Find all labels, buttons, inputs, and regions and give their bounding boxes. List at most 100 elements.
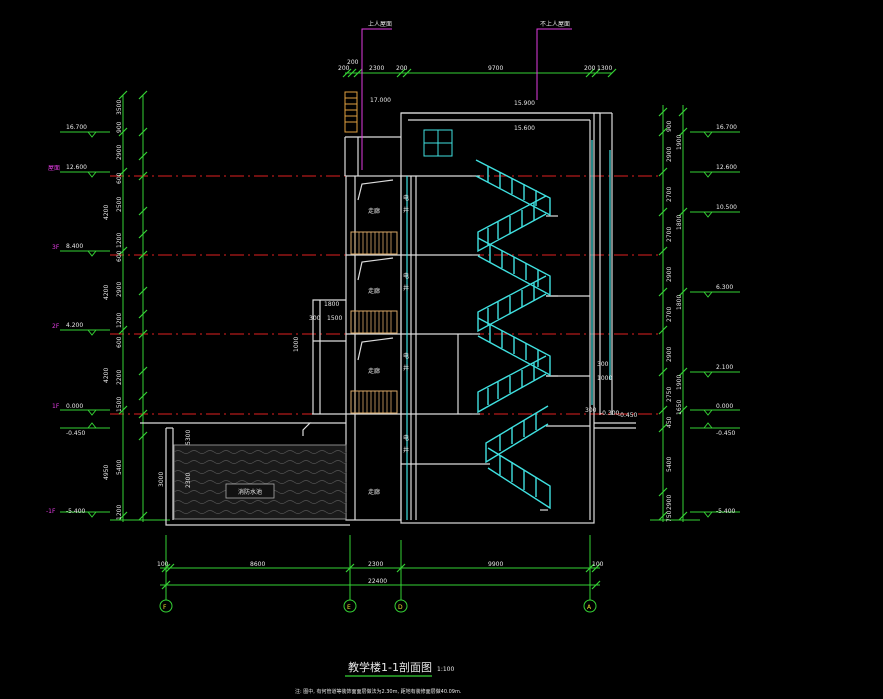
roof-tag-lines [361,28,572,170]
top-dim-6: 200 [584,65,596,72]
svg-text:2900: 2900 [666,347,673,362]
bottom-dim-4: 9900 [488,561,503,568]
left-level-7: -5.400 [66,508,86,515]
svg-text:3000: 3000 [158,472,165,487]
top-dim-1: 200 [338,65,350,72]
svg-text:5300: 5300 [185,430,192,445]
svg-text:电: 电 [403,272,409,280]
top-level-3: 15.600 [514,125,535,132]
drawing-title: 教学楼1-1剖面图 [348,660,432,674]
svg-text:1800: 1800 [676,295,683,310]
left-level-5: 0.000 [66,403,83,410]
svg-text:2900: 2900 [666,267,673,282]
right-level-5: 2.100 [716,364,733,371]
svg-text:2900: 2900 [116,145,123,160]
top-dimension-lines [342,68,617,78]
bottom-dim-2: 8600 [250,561,265,568]
left-level-4: 4.200 [66,322,83,329]
floor-tag-1f: 1F [52,403,60,410]
svg-text:4950: 4950 [103,465,110,480]
left-level-6: -0.450 [66,430,86,437]
svg-text:1800: 1800 [324,301,339,308]
axis-bubbles [159,599,597,613]
top-dim-5: 9700 [488,65,503,72]
svg-text:井: 井 [403,364,409,372]
svg-text:1500: 1500 [116,397,123,412]
right-level-markers [690,131,740,518]
svg-text:600: 600 [116,336,123,348]
corridor-label-2f: 走廊 [368,287,380,295]
right-level-2: 12.600 [716,164,737,171]
right-level-3: 10.500 [716,204,737,211]
fire-pool [173,444,347,520]
top-dim-2: 200 [347,59,359,66]
svg-text:1200: 1200 [116,233,123,248]
corridor-label-3f: 走廊 [368,207,380,215]
top-dim-7: 1300 [597,65,612,72]
misc-level-2: -0.450 [618,412,638,419]
svg-text:750: 750 [666,510,673,522]
staircase [475,159,551,510]
local-dim-texts: 1800 300 1500 1000 300 1000 300 5300 230… [158,301,612,488]
floor-tag-b1: -1F [46,508,56,515]
right-level-8: -5.400 [716,508,736,515]
left-dimension-lines [110,90,170,522]
top-level-2: 15.900 [514,100,535,107]
roof-access-tag: 上人屋面 [368,20,392,28]
svg-text:2700: 2700 [666,187,673,202]
floor-lines [110,175,660,415]
svg-text:4200: 4200 [103,368,110,383]
fire-pool-label: 消防水池 [238,488,262,496]
svg-text:2900: 2900 [666,495,673,510]
right-dimension-lines [650,105,700,522]
svg-text:2900: 2900 [116,282,123,297]
building-outline [140,112,636,526]
corridor-label-1f: 走廊 [368,367,380,375]
bottom-dim-1: 100 [157,561,169,568]
svg-text:900: 900 [116,121,123,133]
floor-tag-roof: 屋面 [48,165,60,172]
left-level-markers [60,131,110,518]
bottom-dimension-lines [160,535,601,600]
misc-level-1: -0.300 [600,410,620,417]
svg-text:电: 电 [403,352,409,360]
top-level-1: 17.000 [370,97,391,104]
svg-text:5400: 5400 [666,457,673,472]
top-dim-3: 2300 [369,65,384,72]
svg-text:井: 井 [403,206,409,214]
right-level-1: 16.700 [716,124,737,131]
drawing-scale: 1:100 [437,666,454,673]
no-roof-access-tag: 不上人屋面 [540,20,570,28]
svg-text:2900: 2900 [666,147,673,162]
bottom-dim-5: 100 [592,561,604,568]
cyan-walls [406,140,611,520]
svg-text:井: 井 [403,284,409,292]
left-level-2: 12.600 [66,164,87,171]
svg-text:2200: 2200 [116,370,123,385]
floor-tag-3f: 3F [52,244,60,251]
svg-text:300: 300 [309,315,321,322]
right-level-7: -0.450 [716,430,736,437]
svg-text:2700: 2700 [666,227,673,242]
top-dim-4: 200 [396,65,408,72]
axis-label-f: F [163,604,167,611]
svg-text:1000: 1000 [597,375,612,382]
corridor-label-b1: 走廊 [368,488,380,496]
svg-text:电: 电 [403,434,409,442]
left-dim-texts: 3500 900 2900 600 2500 1200 600 2900 120… [103,100,123,520]
svg-text:1200: 1200 [116,313,123,328]
svg-text:1900: 1900 [676,375,683,390]
svg-text:1200: 1200 [116,505,123,520]
svg-text:1900: 1900 [676,135,683,150]
axis-label-d: D [398,604,403,611]
svg-text:600: 600 [116,250,123,262]
drawing-note: 注: 图中, 有何管道等装饰面面层做法为2.30m, 距地有装修面层做40.09… [295,688,462,695]
axis-label-a: A [587,604,592,611]
svg-text:1650: 1650 [676,400,683,415]
svg-text:1000: 1000 [293,337,300,352]
left-level-1: 16.700 [66,124,87,131]
svg-text:3500: 3500 [116,100,123,115]
right-level-4: 6.300 [716,284,733,291]
elevator-labels: 电 井 电 井 电 井 电 井 [403,194,409,454]
